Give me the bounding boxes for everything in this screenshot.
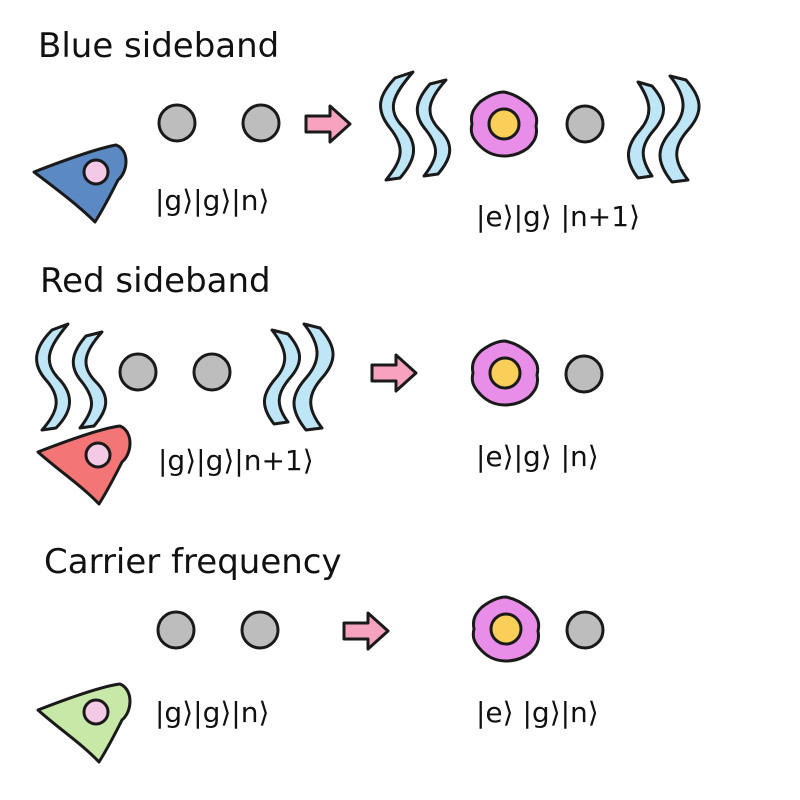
laser-icon-blue	[32, 143, 128, 224]
phonon-wave-icon-right	[627, 74, 701, 184]
excited-atom-icon	[470, 339, 540, 407]
laser-lens-icon-red	[84, 441, 112, 469]
transition-arrow-icon	[342, 611, 390, 651]
row-red-sideband: Red sideband |g⟩|g⟩|n+1⟩ |e⟩	[35, 261, 604, 506]
laser-body-blue	[32, 143, 128, 224]
transition-arrow-icon	[304, 104, 352, 144]
row-carrier-frequency: Carrier frequency |g⟩|g⟩|n⟩ |e⟩ |g⟩|n⟩	[36, 542, 605, 764]
ground-atom-icon	[156, 610, 196, 650]
ground-atom-icon	[118, 352, 158, 392]
phonon-wave-icon-left	[35, 322, 108, 432]
ket-final-blue: |e⟩|g⟩ |n+1⟩	[476, 200, 640, 233]
ket-initial-red: |g⟩|g⟩|n+1⟩	[158, 444, 314, 477]
ground-atom-icon	[565, 610, 605, 650]
ket-final-red: |e⟩|g⟩ |n⟩	[476, 440, 599, 473]
ket-final-carrier: |e⟩ |g⟩|n⟩	[476, 696, 599, 729]
ground-atom-icon	[192, 352, 232, 392]
ground-atom-icon	[240, 610, 280, 650]
row-title-carrier-frequency: Carrier frequency	[44, 542, 342, 582]
ket-initial-carrier: |g⟩|g⟩|n⟩	[155, 696, 269, 729]
excited-atom-icon	[471, 595, 541, 663]
ground-atom-icon	[241, 103, 281, 143]
laser-body-green	[36, 682, 132, 764]
excited-atom-icon	[469, 90, 539, 158]
row-title-red-sideband: Red sideband	[40, 261, 271, 301]
laser-icon-red	[36, 424, 132, 506]
laser-icon-green	[36, 682, 132, 764]
ground-atom-icon	[565, 104, 605, 144]
phonon-wave-icon-right	[263, 322, 335, 432]
ket-initial-blue: |g⟩|g⟩|n⟩	[155, 184, 269, 217]
row-title-blue-sideband: Blue sideband	[38, 26, 279, 66]
transition-arrow-icon	[370, 353, 418, 393]
phonon-wave-icon-left	[379, 70, 452, 182]
laser-body-red	[36, 424, 132, 506]
row-blue-sideband: Blue sideband |g⟩|g⟩|n⟩ |e⟩|	[32, 26, 701, 233]
ground-atom-icon	[157, 103, 197, 143]
laser-lens-icon-green	[82, 698, 110, 726]
ground-atom-icon	[564, 354, 604, 394]
laser-lens-icon-blue	[82, 158, 110, 186]
